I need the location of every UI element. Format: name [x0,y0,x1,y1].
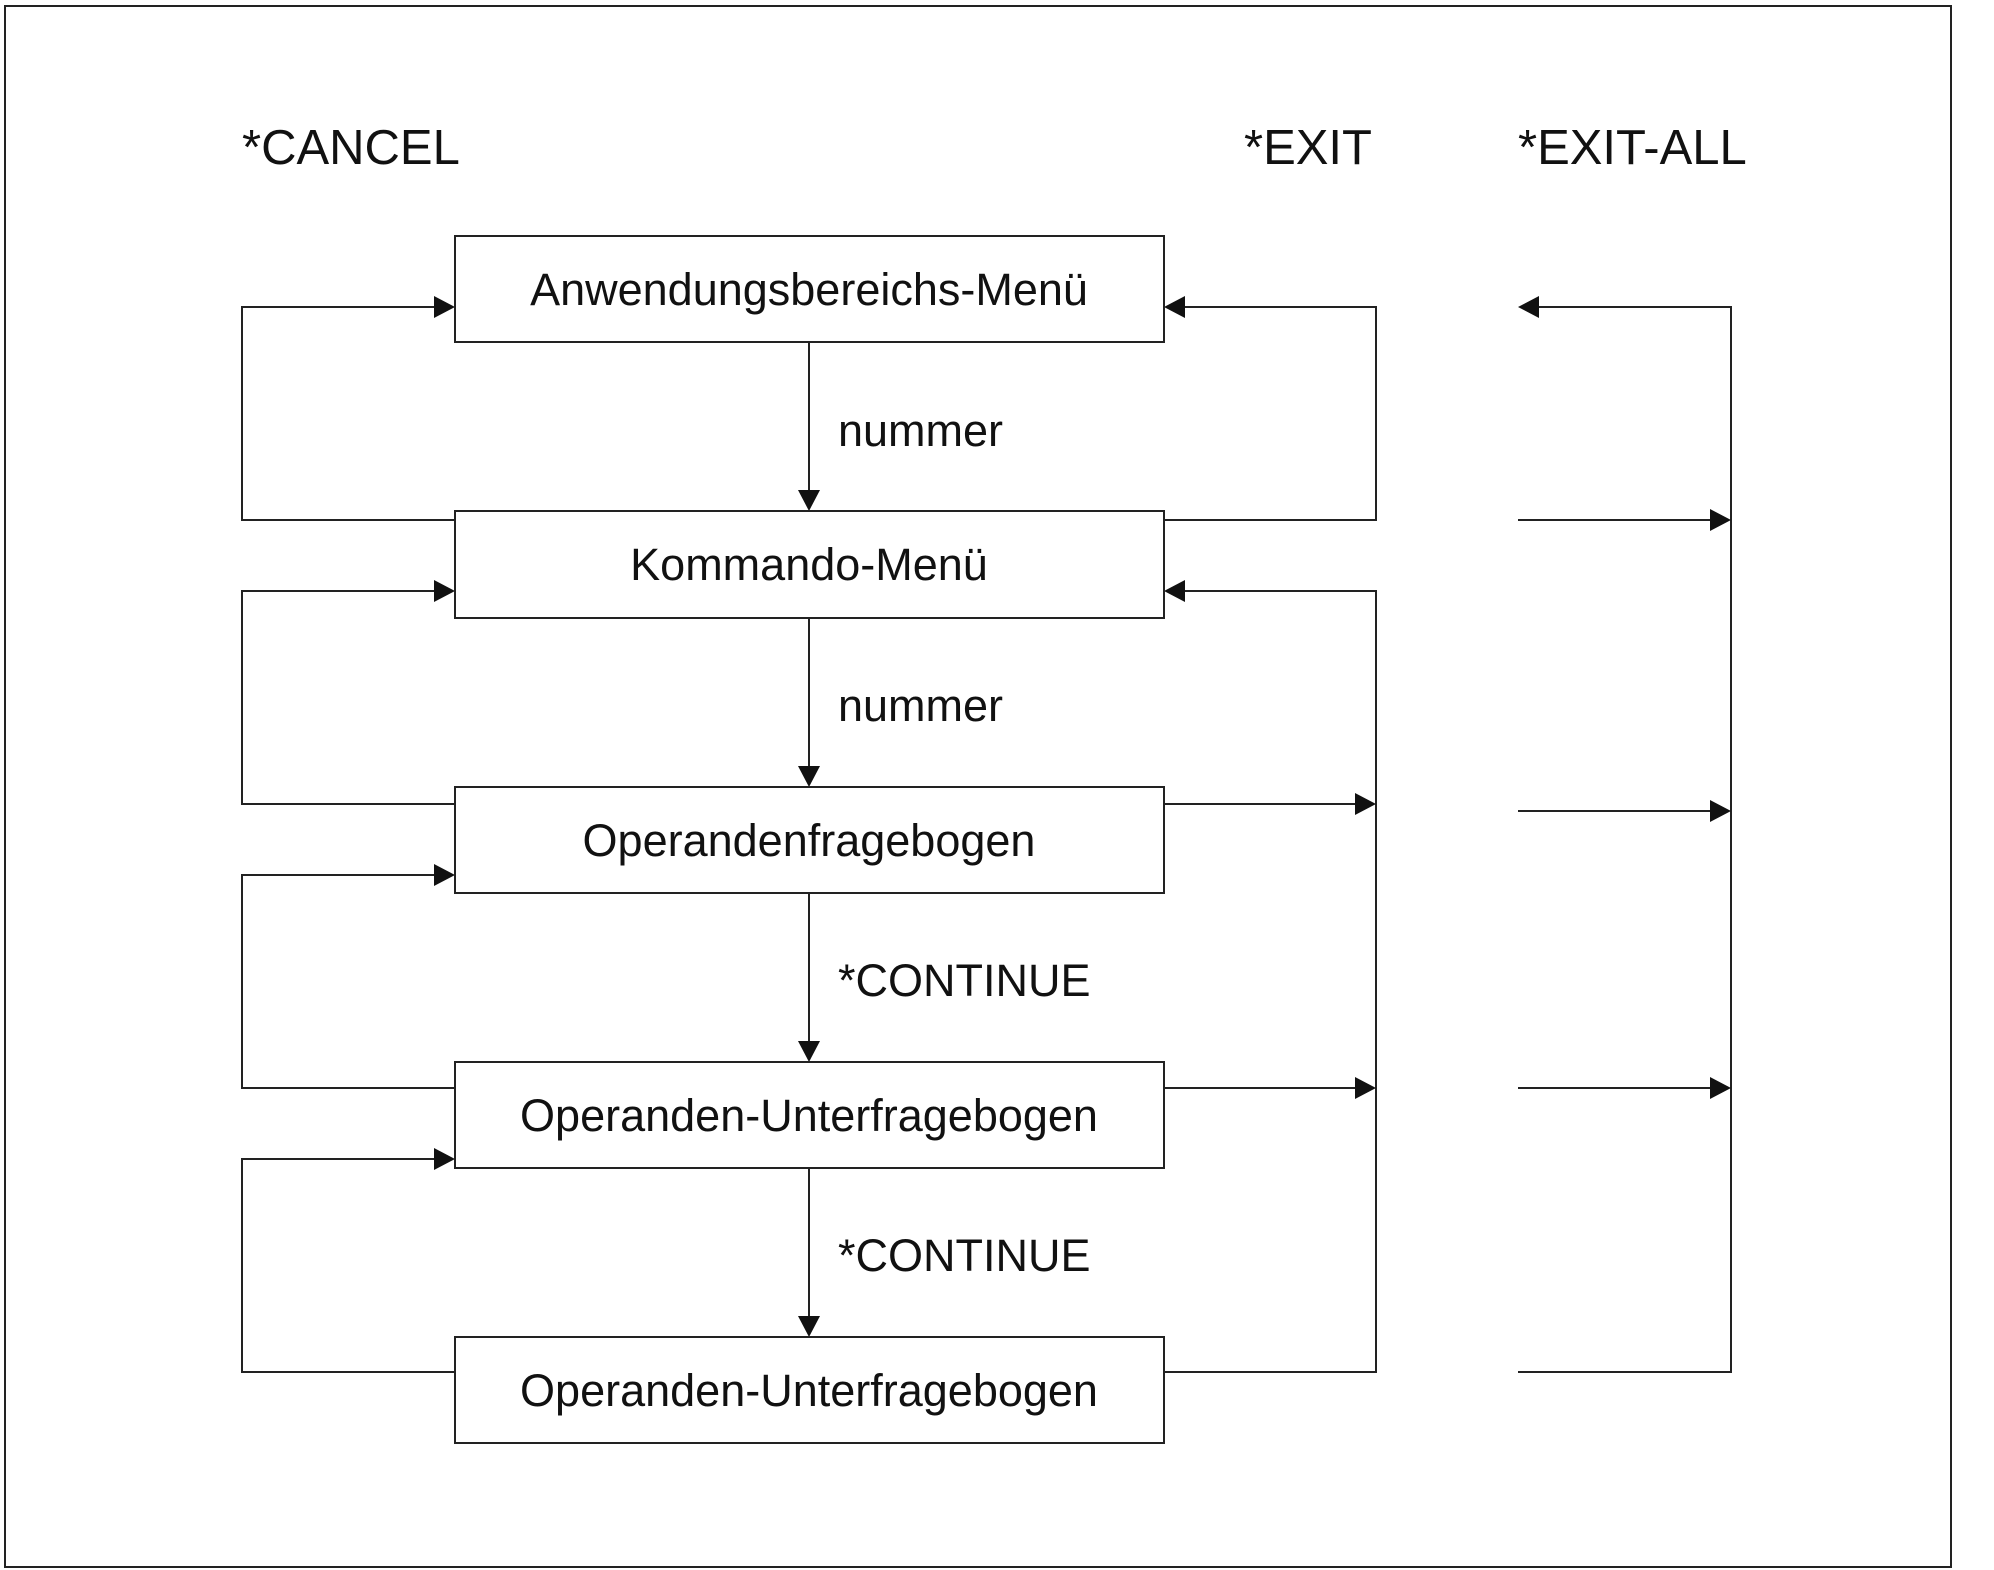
header-cancel: *CANCEL [242,121,460,175]
node-kommando-menu: Kommando-Menü [454,510,1165,619]
exit-all-loop [1518,296,1732,1373]
node-label: Operanden-Unterfragebogen [520,1090,1098,1141]
exit-loops [1164,296,1377,1373]
node-label: Operandenfragebogen [583,815,1036,866]
node-label: Operanden-Unterfragebogen [520,1365,1098,1416]
header-exit-all: *EXIT-ALL [1518,121,1747,175]
node-operanden-unterfragebogen: Operanden-Unterfragebogen [454,1061,1165,1169]
diagram-frame [4,5,1952,1568]
edge-label: nummer [838,405,1003,456]
edge-label: nummer [838,680,1003,731]
node-anwendungsbereichs-menu: Anwendungsbereichs-Menü [454,235,1165,343]
edge-label: *CONTINUE [838,955,1091,1006]
header-exit: *EXIT [1244,121,1372,175]
node-operanden-unterfragebogen: Operanden-Unterfragebogen [454,1336,1165,1444]
node-label: Kommando-Menü [630,539,988,590]
edge-label: *CONTINUE [838,1230,1091,1281]
forward-connectors [798,342,820,1337]
node-label: Anwendungsbereichs-Menü [530,264,1088,315]
node-operandenfragebogen: Operandenfragebogen [454,786,1165,894]
cancel-loops [241,296,455,1373]
